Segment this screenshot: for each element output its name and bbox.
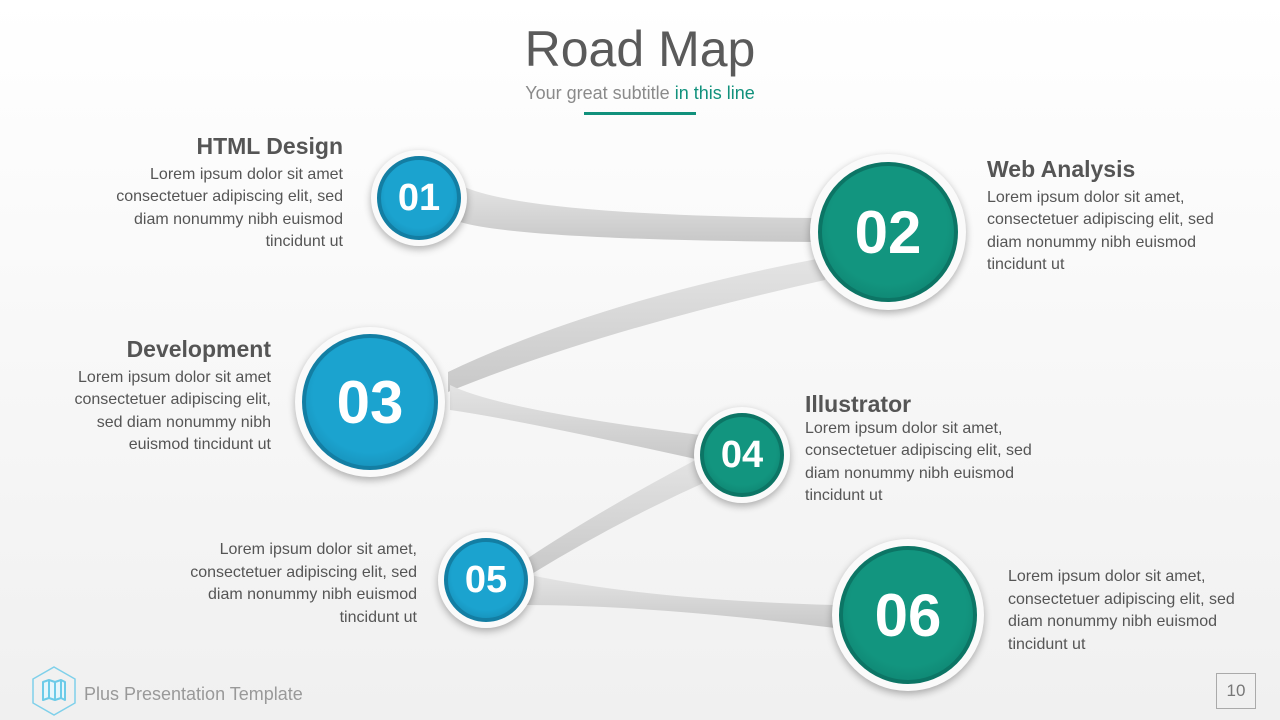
step-number: 04 [700,413,784,497]
step-title: HTML Design [196,133,343,159]
step-title: Development [126,336,271,362]
step-03-circle: 03 [295,327,445,477]
step-number: 02 [818,162,958,302]
step-desc: Lorem ipsum dolor sit amet, consectetuer… [805,419,1032,505]
step-01-circle: 01 [371,150,467,246]
page-number: 10 [1216,673,1256,709]
step-05-text: Lorem ipsum dolor sit amet, consectetuer… [165,539,417,629]
step-desc: Lorem ipsum dolor sit amet, consectetuer… [1008,568,1235,653]
step-02-circle: 02 [810,154,966,310]
step-number: 06 [839,546,977,684]
step-number: 03 [302,334,438,470]
step-title: Web Analysis [987,156,1136,182]
subtitle: Your great subtitle in this line [0,83,1280,104]
step-04-circle: 04 [694,407,790,503]
page-title: Road Map [524,21,756,77]
step-06-text: Lorem ipsum dolor sit amet, consectetuer… [1008,566,1263,656]
step-desc: Lorem ipsum dolor sit amet consectetuer … [116,165,343,251]
ribbon-03-04 [450,385,700,460]
ribbon-01-02 [460,185,815,242]
step-title: Illustrator [805,391,912,417]
step-number: 05 [444,538,528,622]
subtitle-accent: in this line [674,83,755,103]
step-desc: Lorem ipsum dolor sit amet, consectetuer… [987,188,1214,274]
ribbon-05-06 [525,575,835,628]
step-05-circle: 05 [438,532,534,628]
title-underline [584,112,696,115]
ribbon-04-05 [525,455,710,575]
footer-brand: Plus Presentation Template [84,684,303,704]
subtitle-main: Your great subtitle [525,83,670,103]
map-icon [32,666,76,716]
step-06-circle: 06 [832,539,984,691]
step-number: 01 [377,156,461,240]
step-desc: Lorem ipsum dolor sit amet, consectetuer… [190,541,417,626]
step-desc: Lorem ipsum dolor sit amet consectetuer … [74,368,271,454]
ribbon-02-03 [448,258,825,392]
